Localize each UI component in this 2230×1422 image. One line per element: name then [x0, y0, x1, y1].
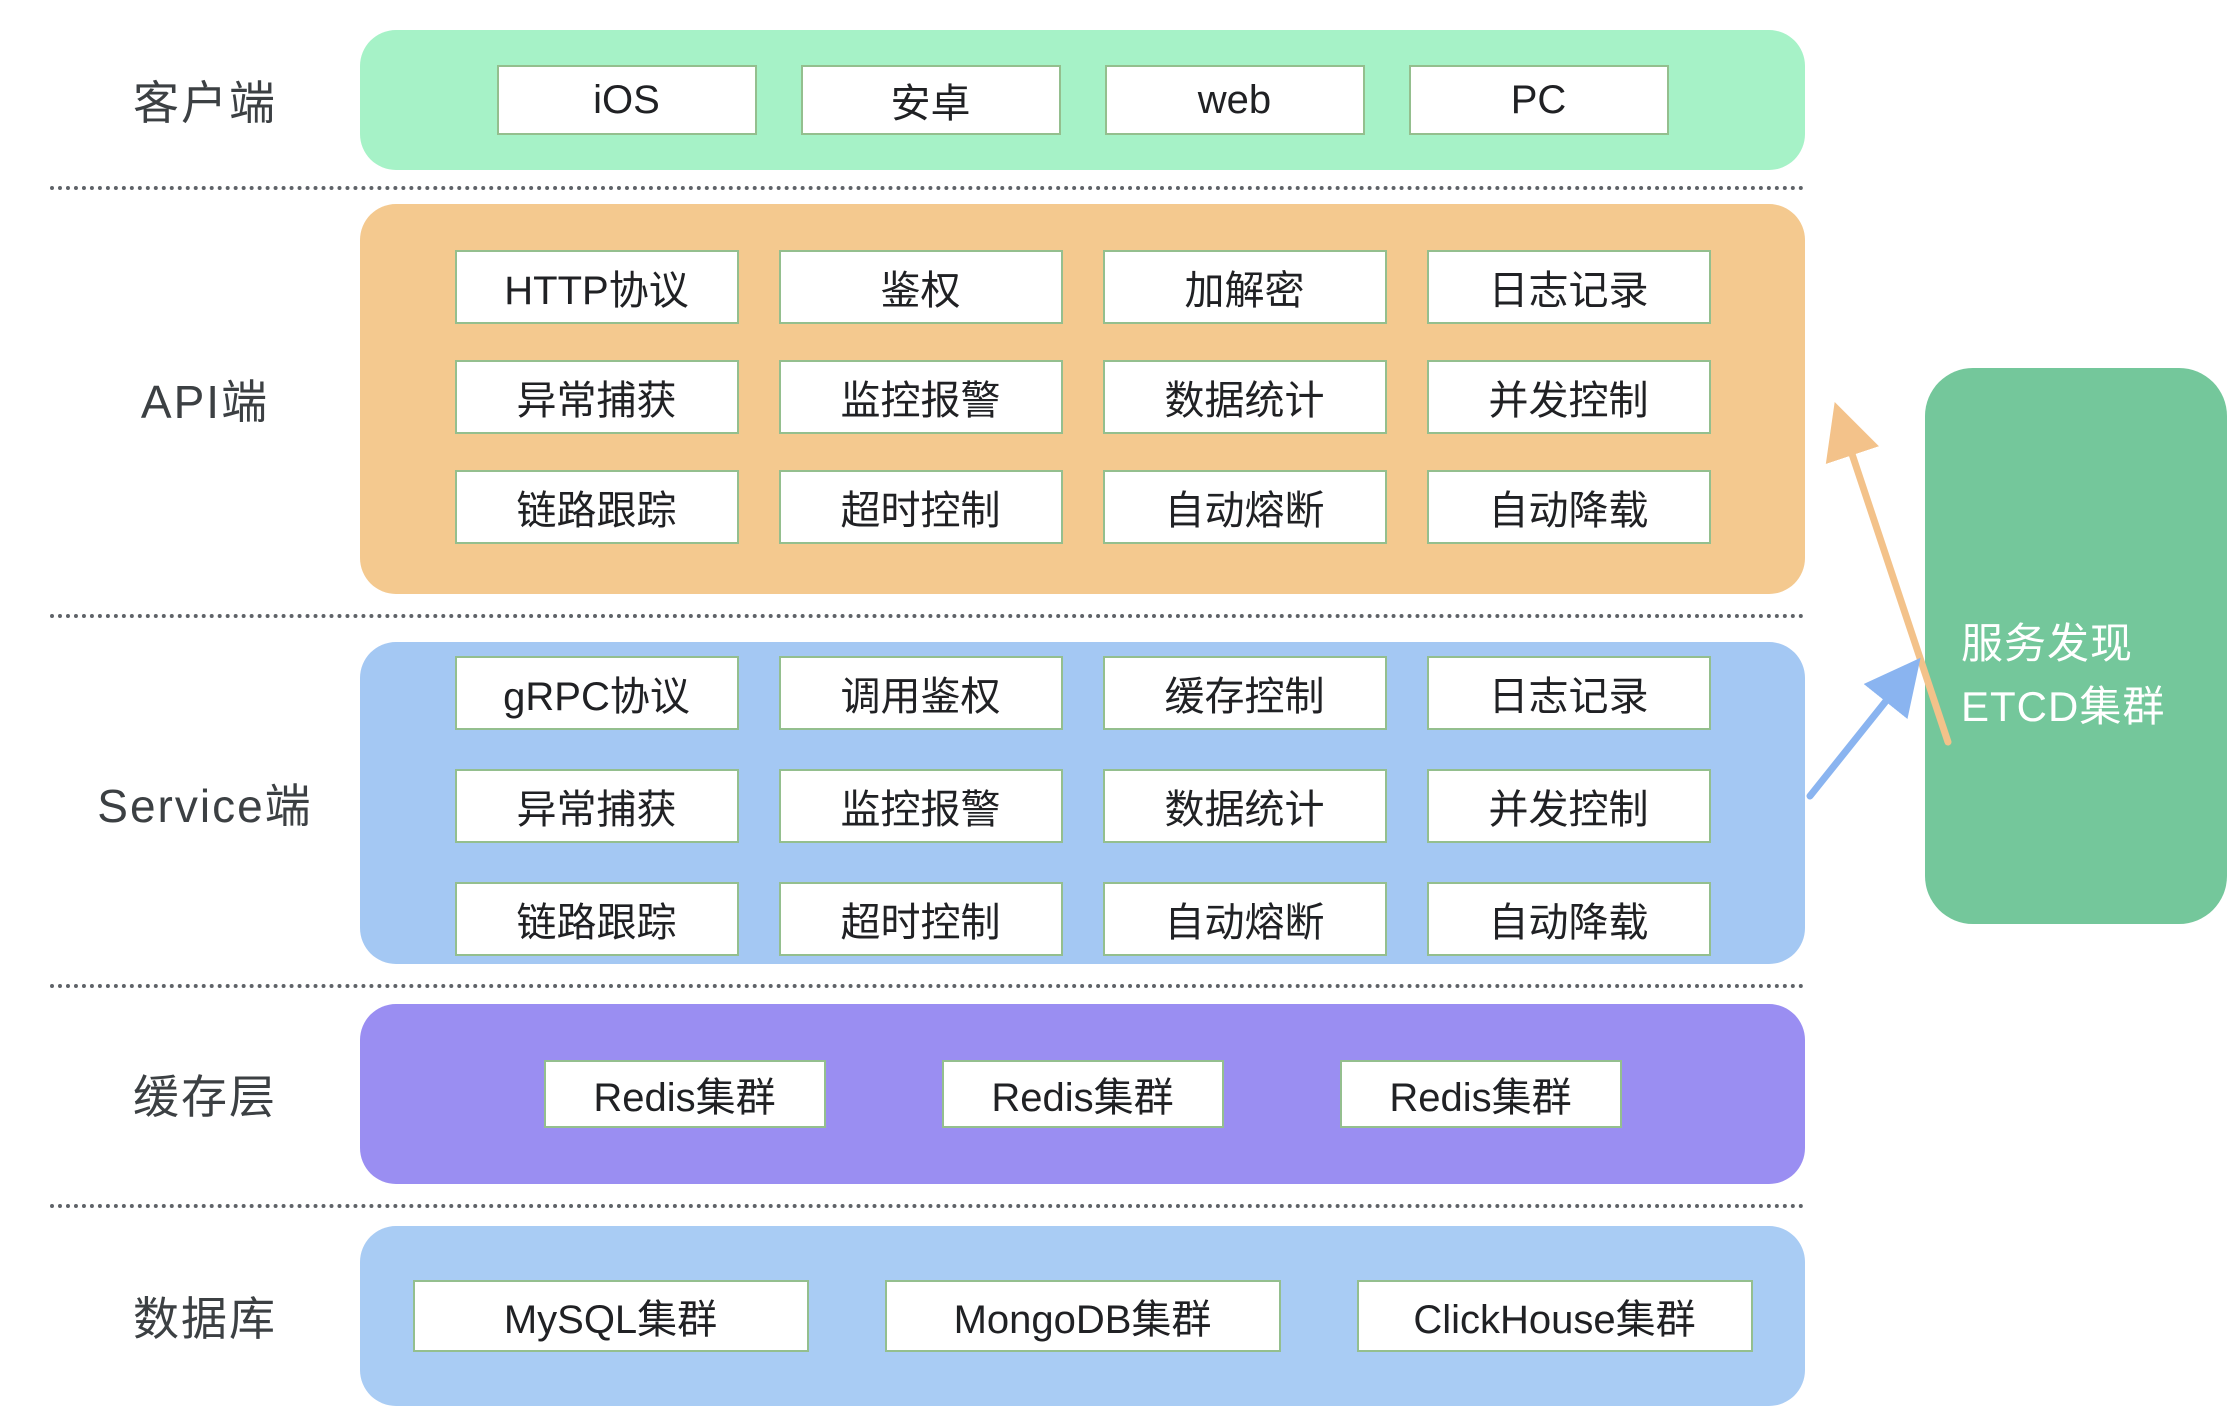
service-feature: 链路跟踪 — [454, 882, 739, 956]
etcd-box-line-1: 服务发现 — [1961, 620, 2134, 667]
api-feature: 链路跟踪 — [454, 470, 739, 544]
service-feature: 并发控制 — [1426, 769, 1711, 843]
client-layer: iOS 安卓 web PC — [360, 30, 1805, 170]
service-feature: 监控报警 — [778, 769, 1063, 843]
service-feature: 超时控制 — [778, 882, 1063, 956]
api-layer-label: API端 — [140, 376, 270, 428]
service-feature: 调用鉴权 — [778, 656, 1063, 730]
api-feature: 并发控制 — [1426, 360, 1711, 434]
arrow-service-to-etcd — [1806, 657, 1921, 800]
cache-layer-label: 缓存层 — [133, 1071, 277, 1123]
client-node-pc: PC — [1408, 65, 1669, 135]
api-feature: 监控报警 — [778, 360, 1063, 434]
layer-stack: 客户端 iOS 安卓 web PC API端 HTTP协议 鉴权 加解密 日志记… — [50, 0, 1805, 1406]
redis-cluster-node: Redis集群 — [1339, 1060, 1622, 1128]
client-node-ios: iOS — [496, 65, 757, 135]
band-client: 客户端 iOS 安卓 web PC — [50, 30, 1805, 170]
service-feature: gRPC协议 — [454, 656, 739, 730]
api-feature: 自动熔断 — [1102, 470, 1387, 544]
service-layer: gRPC协议 调用鉴权 缓存控制 日志记录 异常捕获 监控报警 数据统计 并发控… — [360, 642, 1805, 964]
clickhouse-cluster-node: ClickHouse集群 — [1356, 1280, 1753, 1352]
band-service: Service端 gRPC协议 调用鉴权 缓存控制 日志记录 异常捕获 监控报警… — [50, 642, 1805, 964]
divider-client-api — [50, 186, 1805, 190]
api-row-3: 链路跟踪 超时控制 自动熔断 自动降载 — [360, 470, 1805, 544]
mongodb-cluster-node: MongoDB集群 — [884, 1280, 1281, 1352]
band-api: API端 HTTP协议 鉴权 加解密 日志记录 异常捕获 监控报警 数据统计 并… — [50, 204, 1805, 594]
service-feature: 缓存控制 — [1102, 656, 1387, 730]
etcd-service-discovery-box: 服务发现 ETCD集群 — [1925, 368, 2227, 924]
api-feature: 异常捕获 — [454, 360, 739, 434]
cache-layer: Redis集群 Redis集群 Redis集群 — [360, 1004, 1805, 1184]
db-layer-label: 数据库 — [133, 1293, 277, 1345]
api-feature: 日志记录 — [1426, 250, 1711, 324]
band-cache: 缓存层 Redis集群 Redis集群 Redis集群 — [50, 1004, 1805, 1184]
client-node-android: 安卓 — [800, 65, 1061, 135]
service-layer-label: Service端 — [97, 780, 313, 832]
divider-api-service — [50, 614, 1805, 618]
service-row-3: 链路跟踪 超时控制 自动熔断 自动降载 — [360, 882, 1805, 956]
api-feature: 数据统计 — [1102, 360, 1387, 434]
service-feature: 异常捕获 — [454, 769, 739, 843]
service-feature: 日志记录 — [1426, 656, 1711, 730]
api-feature: 超时控制 — [778, 470, 1063, 544]
db-layer: MySQL集群 MongoDB集群 ClickHouse集群 — [360, 1226, 1805, 1406]
service-row-1: gRPC协议 调用鉴权 缓存控制 日志记录 — [360, 656, 1805, 730]
divider-cache-db — [50, 1204, 1805, 1208]
band-db: 数据库 MySQL集群 MongoDB集群 ClickHouse集群 — [50, 1226, 1805, 1406]
service-feature: 自动熔断 — [1102, 882, 1387, 956]
service-feature: 自动降载 — [1426, 882, 1711, 956]
divider-service-cache — [50, 984, 1805, 988]
api-feature: HTTP协议 — [454, 250, 739, 324]
service-feature: 数据统计 — [1102, 769, 1387, 843]
api-feature: 自动降载 — [1426, 470, 1711, 544]
api-row-2: 异常捕获 监控报警 数据统计 并发控制 — [360, 360, 1805, 434]
api-feature: 鉴权 — [778, 250, 1063, 324]
mysql-cluster-node: MySQL集群 — [412, 1280, 809, 1352]
service-row-2: 异常捕获 监控报警 数据统计 并发控制 — [360, 769, 1805, 843]
redis-cluster-node: Redis集群 — [941, 1060, 1224, 1128]
redis-cluster-node: Redis集群 — [543, 1060, 826, 1128]
api-feature: 加解密 — [1102, 250, 1387, 324]
client-node-web: web — [1104, 65, 1365, 135]
etcd-box-line-2: ETCD集群 — [1961, 683, 2166, 730]
api-row-1: HTTP协议 鉴权 加解密 日志记录 — [360, 250, 1805, 324]
client-layer-label: 客户端 — [133, 77, 277, 129]
api-layer: HTTP协议 鉴权 加解密 日志记录 异常捕获 监控报警 数据统计 并发控制 链… — [360, 204, 1805, 594]
